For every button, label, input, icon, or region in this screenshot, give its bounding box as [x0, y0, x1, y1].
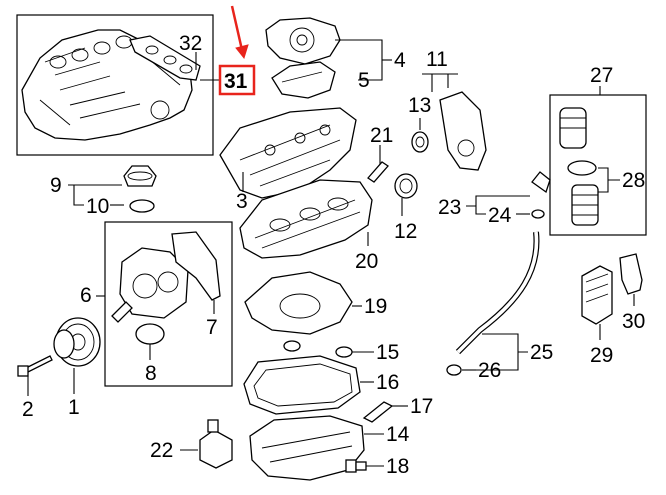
- oil-filter-box: [549, 94, 647, 236]
- label-21: 21: [370, 124, 393, 147]
- sensor-22: [199, 419, 233, 469]
- cylinder-head-20: [239, 179, 373, 259]
- label-25: 25: [530, 341, 553, 364]
- label-4: 4: [394, 49, 406, 72]
- label-32: 32: [179, 32, 202, 55]
- filter-cap-27: [559, 107, 587, 149]
- gasket-7: [171, 231, 221, 301]
- pulley-1: [53, 317, 101, 367]
- label-13: 13: [408, 94, 431, 117]
- oring-24: [531, 209, 545, 219]
- oil-cap-9: [123, 165, 157, 187]
- gasket-16: [243, 355, 361, 415]
- label-26: 26: [478, 359, 501, 382]
- label-31: 31: [224, 70, 248, 93]
- timing-cover-11: [439, 91, 487, 171]
- leader-25: [476, 333, 528, 371]
- oil-cooler-29: [581, 265, 613, 325]
- label-5: 5: [358, 69, 370, 92]
- label-24: 24: [488, 204, 512, 227]
- seal-8: [135, 323, 165, 345]
- sealant-21: [367, 161, 389, 183]
- label-19: 19: [364, 295, 387, 318]
- label-20: 20: [355, 250, 378, 273]
- front-cover-6: [119, 247, 189, 319]
- dipstick-cap-23: [531, 171, 551, 194]
- highlight-arrow-head: [235, 44, 249, 60]
- plug-15a: [283, 340, 301, 352]
- label-14: 14: [386, 423, 410, 446]
- gasket-30: [619, 253, 643, 295]
- oring-28: [567, 160, 597, 176]
- gasket-5: [271, 61, 336, 99]
- highlight-arrow-shaft: [230, 5, 244, 51]
- leader-11: [422, 73, 458, 92]
- label-2: 2: [22, 398, 34, 421]
- leader-9-10: [68, 184, 122, 206]
- drain-bolt-18: [345, 459, 367, 473]
- label-1: 1: [68, 396, 80, 419]
- filter-element-28: [571, 184, 599, 226]
- label-22: 22: [150, 439, 173, 462]
- highlight-box-31: [218, 64, 256, 96]
- seal-12: [394, 173, 418, 199]
- label-3: 3: [236, 190, 248, 213]
- head-cover-3: [219, 107, 357, 199]
- bolt-2: [17, 355, 53, 377]
- label-10: 10: [86, 195, 109, 218]
- leader-23: [466, 195, 530, 215]
- label-16: 16: [376, 371, 399, 394]
- cover-plate-4: [265, 17, 341, 65]
- label-6: 6: [80, 284, 92, 307]
- label-7: 7: [206, 316, 218, 339]
- label-8: 8: [145, 362, 157, 385]
- label-9: 9: [50, 174, 62, 197]
- label-18: 18: [386, 455, 409, 478]
- label-29: 29: [590, 344, 613, 367]
- label-30: 30: [622, 310, 645, 333]
- label-11: 11: [426, 48, 448, 71]
- label-12: 12: [394, 220, 417, 243]
- label-15: 15: [376, 341, 399, 364]
- label-17: 17: [410, 395, 433, 418]
- front-cover-box: [104, 221, 233, 387]
- oring-10: [129, 199, 155, 213]
- plug-15b: [335, 346, 353, 358]
- oil-baffle-19: [244, 271, 353, 335]
- intake-gasket: [129, 35, 201, 81]
- leader-28: [598, 167, 620, 193]
- label-23: 23: [438, 196, 461, 219]
- label-28: 28: [622, 169, 645, 192]
- oring-26: [446, 364, 462, 376]
- intake-manifold-box: [16, 14, 214, 156]
- label-27: 27: [590, 64, 613, 87]
- bolt-6: [111, 301, 133, 323]
- seal-13: [411, 131, 429, 153]
- sealant-17: [362, 401, 394, 423]
